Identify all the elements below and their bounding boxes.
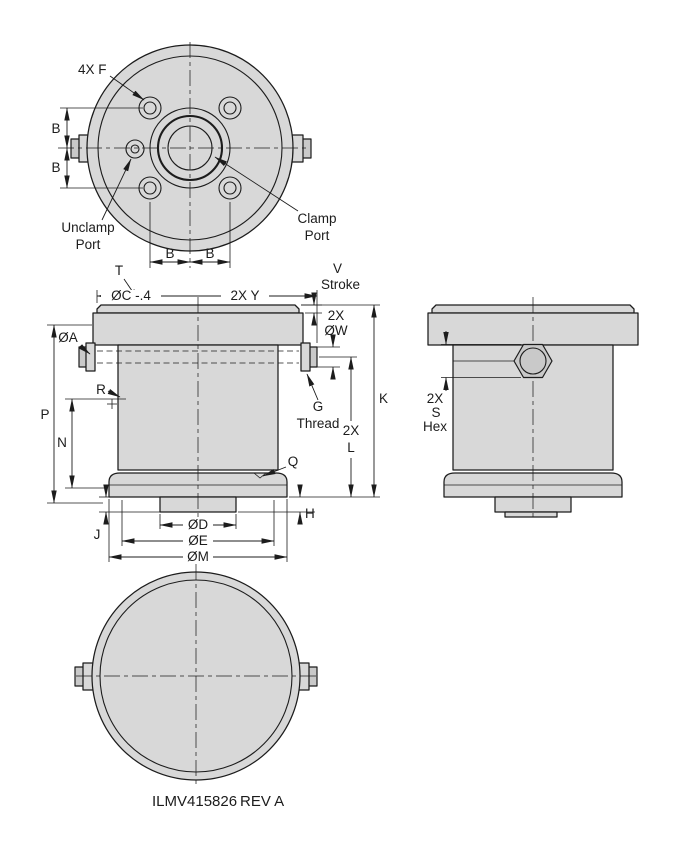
top-view-center-bore [149,107,231,189]
label-s: S [431,405,440,420]
part-number: ILMV415826 [152,793,237,810]
label-p: P [40,407,49,422]
label-b-bottom-left: B [165,246,174,261]
label-2x-y: 2X Y [230,288,259,303]
side-hex-plug [453,343,553,379]
label-s-hex: Hex [423,419,447,434]
top-view: 4X F B B B B Unclamp Port Clamp Port [51,42,337,268]
side-view-dimensions [441,331,521,391]
label-v: V [333,261,342,276]
label-j: J [94,527,101,542]
top-view-unclamp-hole [125,139,145,159]
side-boss-step [504,511,558,518]
revision: REV A [240,793,284,810]
label-q: Q [288,454,299,469]
label-r: R [96,382,106,397]
label-stroke: Stroke [321,277,360,292]
label-unclamp-port-1: Unclamp [61,220,114,235]
label-a-diameter: ØA [58,330,78,345]
label-g: G [313,399,324,414]
label-t: T [115,263,123,278]
label-c-diameter: ØC -.4 [111,288,151,303]
label-g-thread: Thread [297,416,340,431]
label-4x-f: 4X F [78,62,107,77]
bottom-view [74,564,318,788]
label-l: L [347,440,355,455]
label-e-diameter: ØE [188,533,208,548]
label-k: K [379,391,388,406]
front-view: T V Stroke ØC -.4 2X Y 2X ØW ØA R G Thre… [40,261,388,564]
label-w-qty: 2X [328,308,345,323]
label-h: H [305,506,315,521]
label-l-qty: 2X [343,423,360,438]
top-view-dimensions [60,75,299,268]
title-block: ILMV415826 REV A [152,793,284,810]
label-b-bottom-right: B [205,246,214,261]
side-view: 2X S Hex [423,297,639,520]
label-w-diameter: ØW [324,323,348,338]
front-view-dimensions [47,278,380,562]
label-b-left-bottom: B [51,160,60,175]
label-clamp-port-1: Clamp [297,211,336,226]
label-clamp-port-2: Port [305,228,330,243]
label-n: N [57,435,67,450]
label-d-diameter: ØD [188,517,209,532]
label-b-left-top: B [51,121,60,136]
label-s-qty: 2X [427,391,444,406]
label-unclamp-port-2: Port [76,237,101,252]
top-view-bolt-holes [138,96,242,200]
label-m-diameter: ØM [187,549,209,564]
